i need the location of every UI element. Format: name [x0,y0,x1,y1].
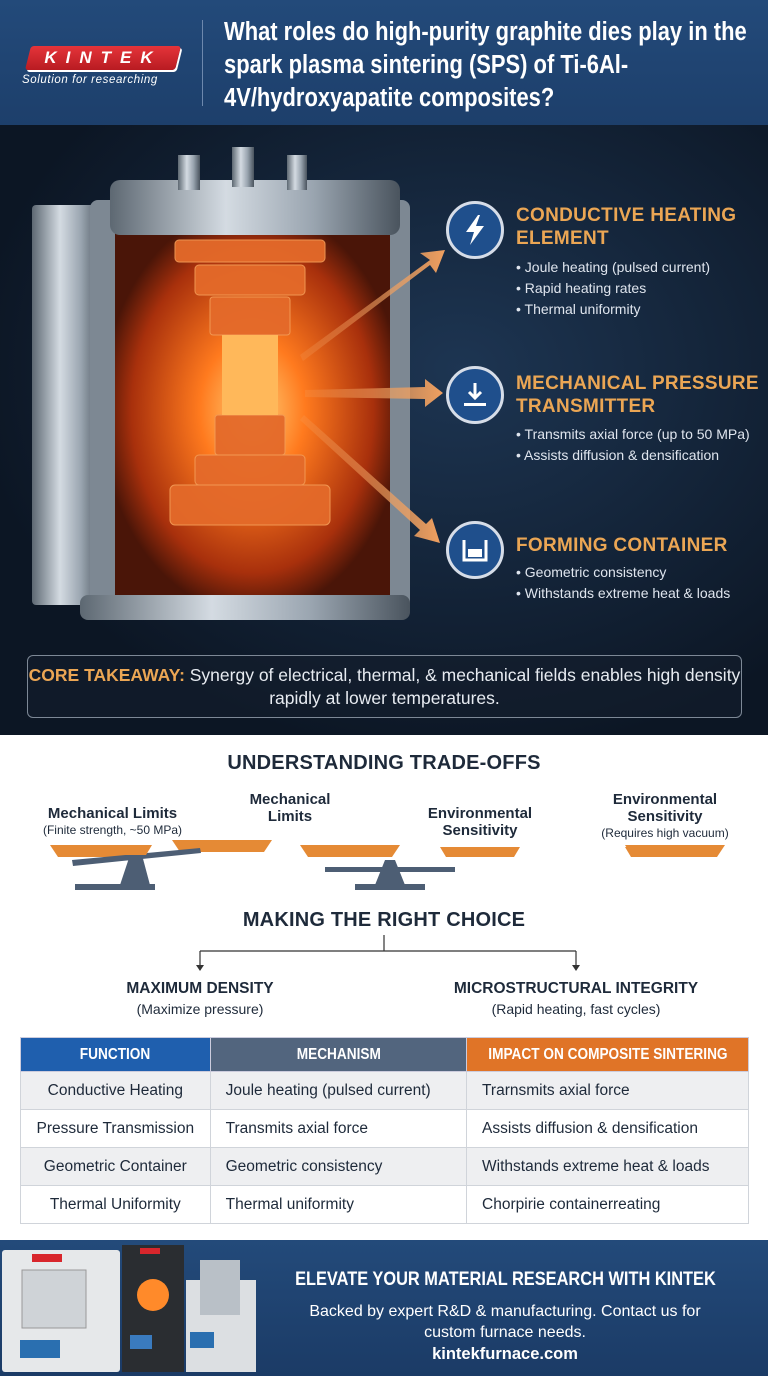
column-header: MECHANISM [209,1037,468,1072]
lightning-bolt-icon [446,201,504,259]
choice-maximum-density: MAXIMUM DENSITY(Maximize pressure) [126,980,274,1017]
page-title: What roles do high-purity graphite dies … [224,18,747,112]
choice-microstructural-integrity: MICROSTRUCTURAL INTEGRITY(Rapid heating,… [453,980,699,1017]
footer: ELEVATE YOUR MATERIAL RESEARCH WITH KINT… [0,1240,768,1376]
logo-tagline: Solution for researching [22,74,158,86]
kintek-logo: KINTEK Solution for researching [22,46,182,90]
pressure-down-arrow-icon [446,366,504,424]
column-header: FUNCTION [20,1037,211,1072]
role-bullets: • Joule heating (pulsed current)• Rapid … [516,259,711,317]
container-icon [446,521,504,579]
divider [202,20,203,106]
column-header: IMPACT ON COMPOSITE SINTERING [466,1037,749,1072]
footer-title: ELEVATE YOUR MATERIAL RESEARCH WITH KINT… [295,1268,716,1290]
scale-pans [72,845,705,857]
scale-label: Mechanical Limits(Finite strength, ~50 M… [42,805,183,837]
tradeoffs-title: UNDERSTANDING TRADE-OFFS [227,752,541,774]
role-bullets: • Geometric consistency• Withstands extr… [516,564,731,601]
choice-tree-lines [196,935,580,971]
core-takeaway: CORE TAKEAWAY: Synergy of electrical, th… [27,655,742,718]
website-link[interactable]: kintekfurnace.com [432,1345,578,1363]
comparison-table: FUNCTION MECHANISM IMPACT ON COMPOSITE S… [20,1037,749,1224]
footer-text: Backed by expert R&D & manufacturing. Co… [309,1303,701,1341]
sps-furnace-illustration [32,147,445,620]
furnace-products-image [2,1245,256,1372]
header: KINTEK Solution for researching What rol… [0,0,768,125]
role-bullets: • Transmits axial force (up to 50 MPa)• … [516,426,750,463]
table-header-row: FUNCTION MECHANISM IMPACT ON COMPOSITE S… [20,1037,749,1072]
role-title: FORMING CONTAINER [516,535,728,556]
choice-title: MAKING THE RIGHT CHOICE [242,909,526,931]
